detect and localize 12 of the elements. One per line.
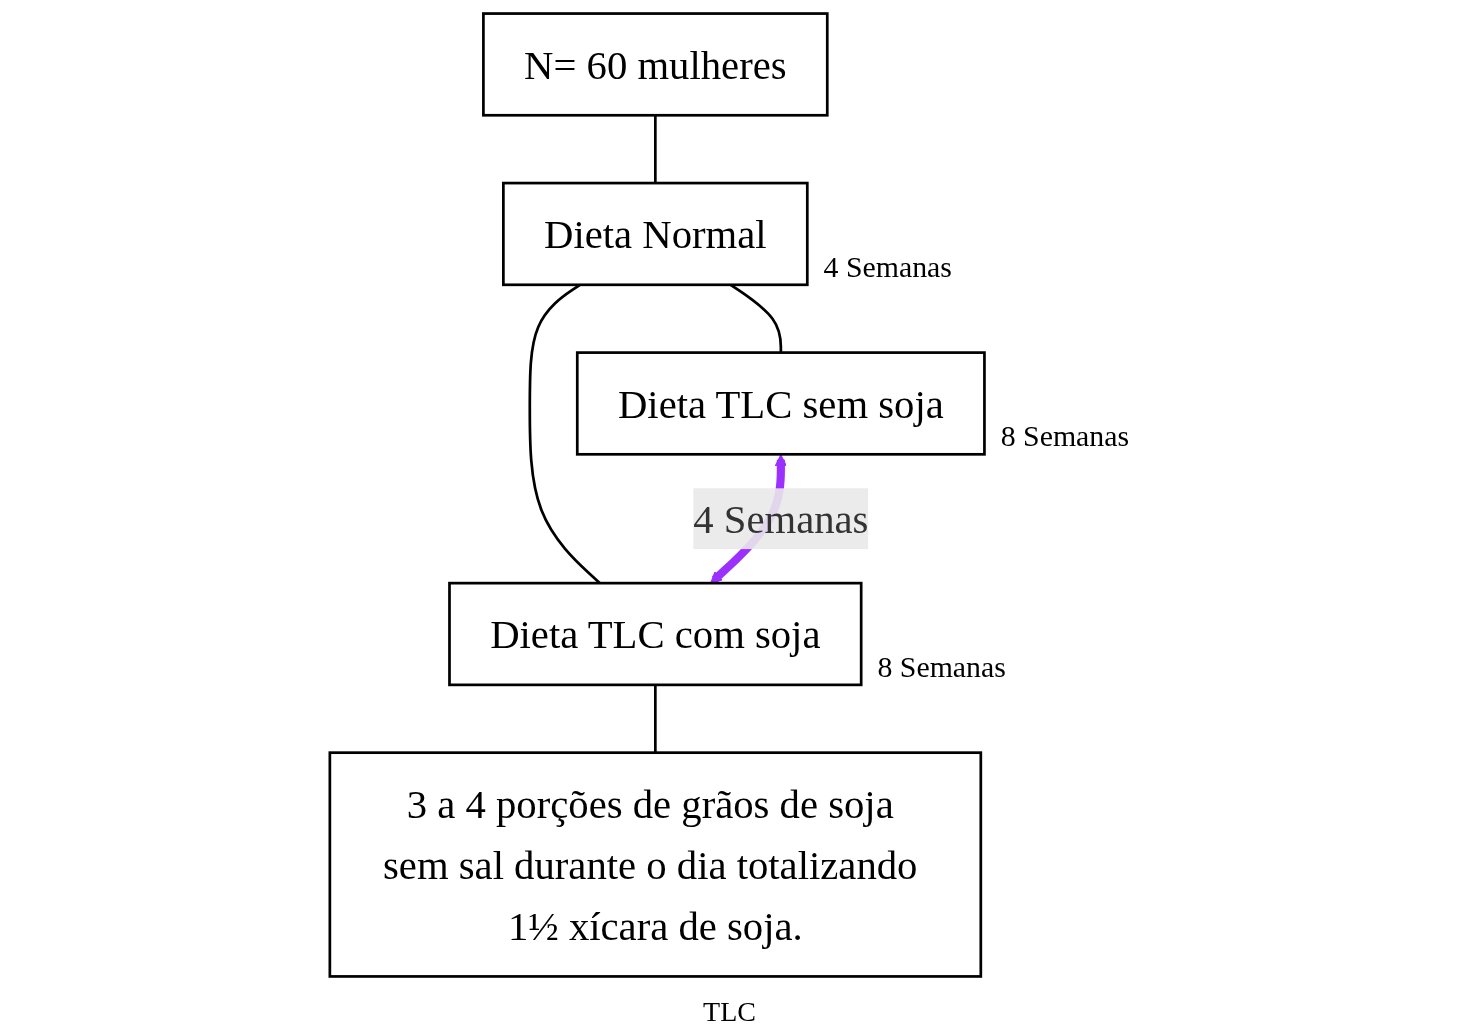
node-box: Dieta Normal [502,181,809,287]
node-box: N= 60 mulheres [482,12,829,117]
duration-text: 8 Semanas [877,649,1006,683]
edge-label: 4 Semanas [693,496,869,542]
connector [653,684,657,753]
node-box: Dieta TLC sem soja [575,351,986,456]
duration-text: 4 Semanas [823,249,952,283]
note-text: TLC [703,996,756,1027]
duration-text: 8 Semanas [1000,419,1130,453]
node-box: 3 a 4 porções de grãos de soja sem sal durante o dia totalizando 1½ xícara de soja. [328,751,983,978]
node-box: Dieta TLC com soja [448,581,863,687]
connector [653,115,657,184]
